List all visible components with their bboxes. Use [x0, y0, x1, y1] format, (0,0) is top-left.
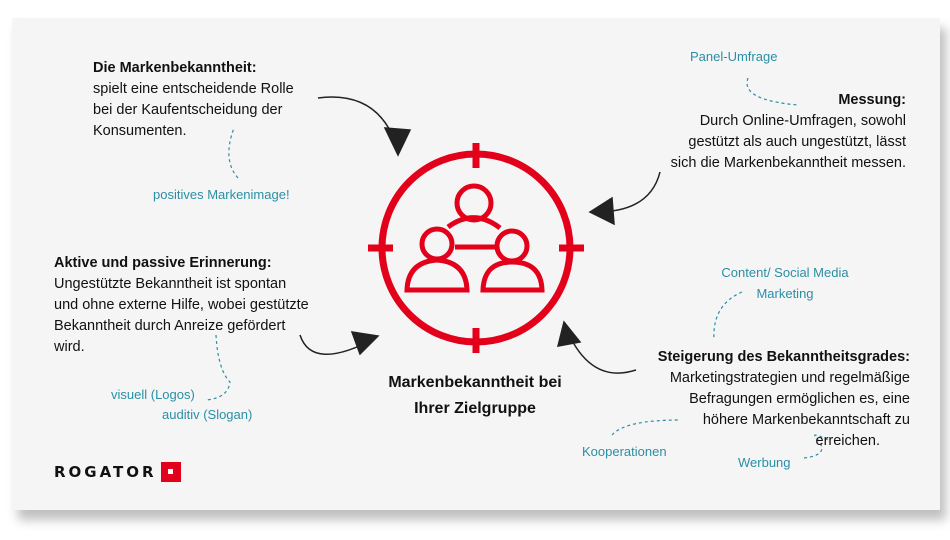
infographic-card [12, 18, 940, 510]
text-line: und ohne externe Hilfe, wobei gestützte [54, 297, 309, 313]
brand-awareness-title: Die Markenbekanntheit: [93, 60, 257, 76]
recall-title: Aktive und passive Erinnerung: [54, 255, 272, 271]
note-line: Marketing [756, 286, 814, 301]
text-line: Marketingstrategien und regelmäßige [669, 370, 910, 386]
recall-block: Aktive und passive Erinnerung: Ungestütz… [54, 253, 309, 358]
center-title-line: Markenbekanntheit bei [388, 374, 562, 391]
arrows [299, 96, 661, 374]
text-line: Konsumenten. [93, 123, 187, 139]
text-line: Bekanntheit durch Anreize gefördert [54, 318, 286, 334]
text-line: bei der Kaufentscheidung der [93, 102, 283, 118]
logo-square-icon [160, 462, 181, 482]
target-group-icon [368, 143, 584, 353]
text-line: Ungestützte Bekanntheit ist spontan [54, 276, 287, 292]
increase-awareness-block: Steigerung des Bekanntheitsgrades: Marke… [590, 347, 910, 452]
brand-awareness-block: Die Markenbekanntheit: spielt eine entsc… [93, 58, 294, 142]
note-panel-survey: Panel-Umfrage [690, 49, 778, 64]
arrow-top-left [317, 96, 399, 151]
note-positive-image: positives Markenimage! [153, 187, 290, 202]
note-content-marketing: Content/ Social Media Marketing [700, 262, 870, 304]
center-title-line: Ihrer Zielgruppe [414, 400, 536, 417]
text-line: höhere Markenbekanntschaft zu [702, 412, 910, 428]
note-auditory: auditiv (Slogan) [162, 407, 253, 422]
text-line: erreichen. [815, 433, 880, 449]
note-line: Content/ Social Media [721, 265, 849, 280]
note-visual: visuell (Logos) [111, 387, 195, 402]
text-line: wird. [54, 339, 85, 355]
text-line: gestützt als auch ungestützt, lässt [688, 134, 906, 150]
measurement-title: Messung: [838, 92, 906, 108]
dotted-note-arrows [205, 77, 829, 459]
text-line: sich die Markenbekanntheit messen. [670, 155, 906, 171]
increase-awareness-title: Steigerung des Bekanntheitsgrades: [657, 349, 910, 365]
measurement-block: Messung: Durch Online-Umfragen, sowohl g… [606, 90, 906, 174]
logo-text: ROGATOR [54, 463, 157, 481]
center-title: Markenbekanntheit bei Ihrer Zielgruppe [360, 370, 590, 422]
rogator-logo: ROGATOR [54, 462, 181, 482]
text-line: Befragungen ermöglichen es, eine [689, 391, 910, 407]
note-advertising: Werbung [738, 455, 791, 470]
note-cooperations: Kooperationen [582, 444, 667, 459]
text-line: Durch Online-Umfragen, sowohl [699, 113, 906, 129]
text-line: spielt eine entscheidende Rolle [93, 81, 294, 97]
